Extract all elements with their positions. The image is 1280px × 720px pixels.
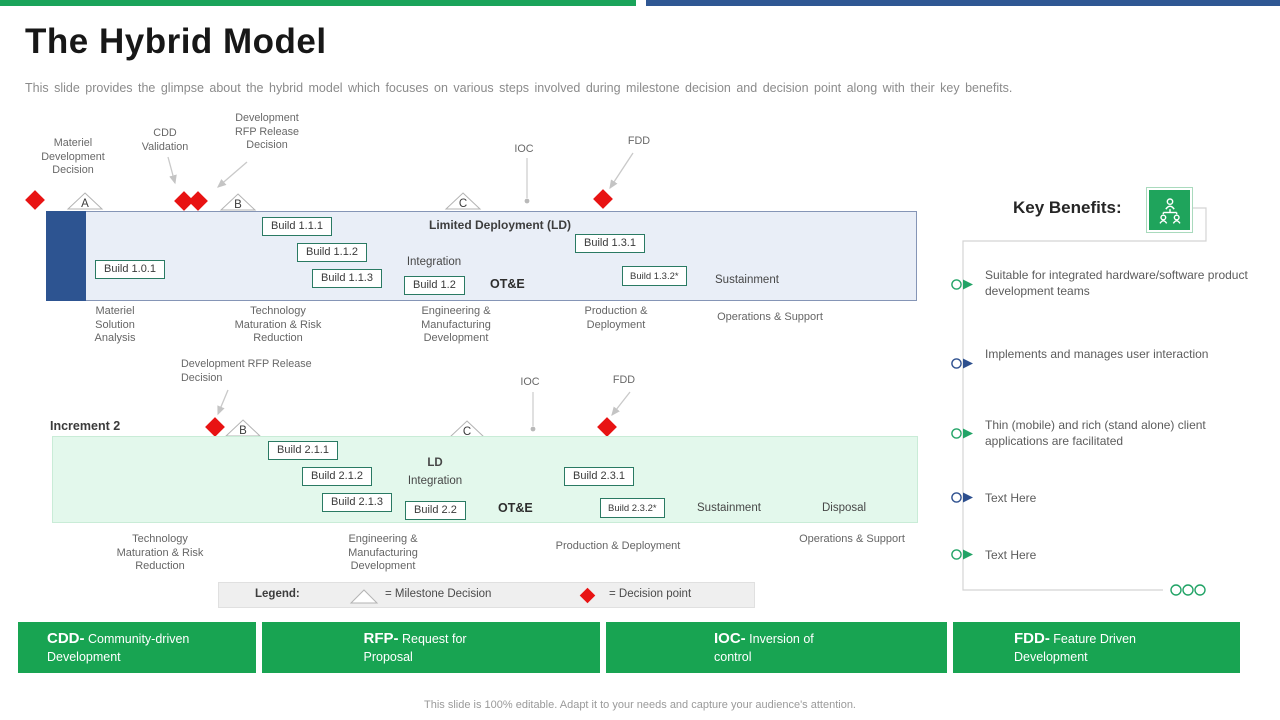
band2-disposal-label: Disposal: [822, 502, 867, 514]
band2-ld-label: LD: [427, 457, 443, 469]
milestone-label-fdd-2: FDD: [612, 374, 636, 386]
legend-milestone-text: = Milestone Decision: [385, 588, 492, 600]
definition-rfp: RFP- Request for Proposal: [262, 622, 600, 673]
build-box-1-0-1: Build 1.0.1: [95, 260, 165, 279]
build-box-1-1-2: Build 1.1.2: [297, 243, 367, 262]
svg-text:C: C: [459, 198, 467, 210]
legend-bar: Legend: = Milestone Decision = Decision …: [218, 582, 755, 608]
build-box-2-3-1: Build 2.3.1: [564, 467, 634, 486]
build-box-1-3-1: Build 1.3.1: [575, 234, 645, 253]
footer-note: This slide is 100% editable. Adapt it to…: [424, 699, 856, 711]
legend-decision-text: = Decision point: [609, 588, 692, 600]
increment2-title: Increment 2: [50, 419, 121, 433]
definition-fdd: FDD- Feature Driven Development: [953, 622, 1240, 673]
key-benefits-title: Key Benefits:: [1013, 198, 1122, 217]
svg-text:C: C: [463, 426, 471, 438]
svg-text:A: A: [81, 198, 89, 210]
definition-cdd-text: CDD- Community-driven Development: [47, 629, 190, 664]
build-box-2-2: Build 2.2: [405, 501, 466, 520]
definition-ioc-acronym: IOC-: [714, 629, 746, 647]
phase-label-operations-support-1: Operations & Support: [717, 311, 823, 323]
build-box-2-1-3: Build 2.1.3: [322, 493, 392, 512]
build-box-2-1-2: Build 2.1.2: [302, 467, 372, 486]
phase-label-production-deployment-1: Production & Deployment: [584, 305, 648, 331]
benefit-text-5: Text Here: [985, 548, 1037, 562]
definition-fdd-acronym: FDD-: [1014, 629, 1050, 647]
benefit-text-4: Text Here: [985, 491, 1037, 505]
benefit-text-3: Thin (mobile) and rich (stand alone) cli…: [985, 418, 1206, 448]
milestone-label-dev-rfp-release-1: Development RFP Release Decision: [234, 112, 299, 151]
increment2-band: [52, 436, 918, 523]
page-title: The Hybrid Model: [25, 22, 327, 61]
band2-ote-label: OT&E: [498, 501, 533, 515]
build-box-2-1-1: Build 2.1.1: [268, 441, 338, 460]
build-box-1-3-2: Build 1.3.2*: [622, 266, 687, 286]
definition-ioc-text: IOC- Inversion of control: [714, 629, 814, 664]
band1-integration-label: Integration: [406, 256, 462, 268]
benefit-marker-icon-1: [951, 279, 973, 290]
phase-label-emd-1: Engineering & Manufacturing Development: [421, 305, 491, 344]
definition-fdd-text: FDD- Feature Driven Development: [1014, 629, 1136, 664]
phase-label-materiel-solution-analysis: Materiel Solution Analysis: [94, 305, 136, 344]
milestone-label-dev-rfp-release-2: Development RFP Release Decision: [181, 358, 312, 384]
benefit-text-1: Suitable for integrated hardware/softwar…: [985, 268, 1248, 298]
milestone-label-cdd-validation: CDD Validation: [141, 127, 189, 153]
increment1-start-block: [46, 211, 86, 301]
band1-title-limited-deployment: Limited Deployment (LD): [428, 218, 571, 232]
svg-text:B: B: [239, 425, 247, 437]
benefit-text-2: Implements and manages user interaction: [985, 347, 1209, 361]
band2-integration-label: Integration: [407, 475, 463, 487]
benefit-marker-icon-5: [951, 549, 973, 560]
svg-text:B: B: [234, 199, 242, 211]
phase-label-tmrr-2: Technology Maturation & Risk Reduction: [116, 533, 204, 572]
milestone-label-fdd-1: FDD: [627, 135, 651, 147]
phase-label-production-deployment-2: Production & Deployment: [555, 540, 681, 552]
page-subtitle: This slide provides the glimpse about th…: [25, 81, 1013, 95]
top-bar-blue: [646, 0, 1280, 6]
definition-cdd: CDD- Community-driven Development: [18, 622, 256, 673]
definition-cdd-acronym: CDD-: [47, 629, 85, 647]
definition-rfp-text: RFP- Request for Proposal: [363, 629, 467, 664]
build-box-1-1-1: Build 1.1.1: [262, 217, 332, 236]
milestone-label-ioc-1: IOC: [514, 143, 534, 155]
phase-label-operations-support-2: Operations & Support: [799, 533, 905, 545]
top-bar-green: [0, 0, 636, 6]
milestone-label-materiel-development-decision: Materiel Development Decision: [41, 137, 105, 176]
phase-label-emd-2: Engineering & Manufacturing Development: [348, 533, 418, 572]
build-box-1-2: Build 1.2: [404, 276, 465, 295]
build-box-1-1-3: Build 1.1.3: [312, 269, 382, 288]
legend-decision-diamond-icon: [579, 587, 596, 604]
build-box-2-3-2: Build 2.3.2*: [600, 498, 665, 518]
legend-title: Legend:: [255, 588, 300, 600]
phase-label-tmrr-1: Technology Maturation & Risk Reduction: [234, 305, 322, 344]
band2-sustainment-label: Sustainment: [697, 502, 761, 514]
benefit-marker-icon-4: [951, 492, 973, 503]
increment1-band: [46, 211, 917, 301]
milestone-triangle-a: A: [66, 192, 104, 210]
band1-ote-label: OT&E: [490, 277, 525, 291]
milestone-triangle-b2: B: [224, 419, 262, 437]
milestone-label-ioc-2: IOC: [520, 376, 540, 388]
definition-ioc: IOC- Inversion of control: [606, 622, 947, 673]
benefit-marker-icon-3: [951, 428, 973, 439]
benefit-marker-icon-2: [951, 358, 973, 369]
definition-rfp-acronym: RFP-: [363, 629, 399, 647]
band1-sustainment-label: Sustainment: [715, 274, 779, 286]
team-icon: [1146, 187, 1193, 233]
legend-milestone-triangle-icon: [349, 589, 379, 604]
milestone-triangle-c1: C: [444, 192, 482, 210]
milestone-triangle-b1: B: [219, 193, 257, 211]
